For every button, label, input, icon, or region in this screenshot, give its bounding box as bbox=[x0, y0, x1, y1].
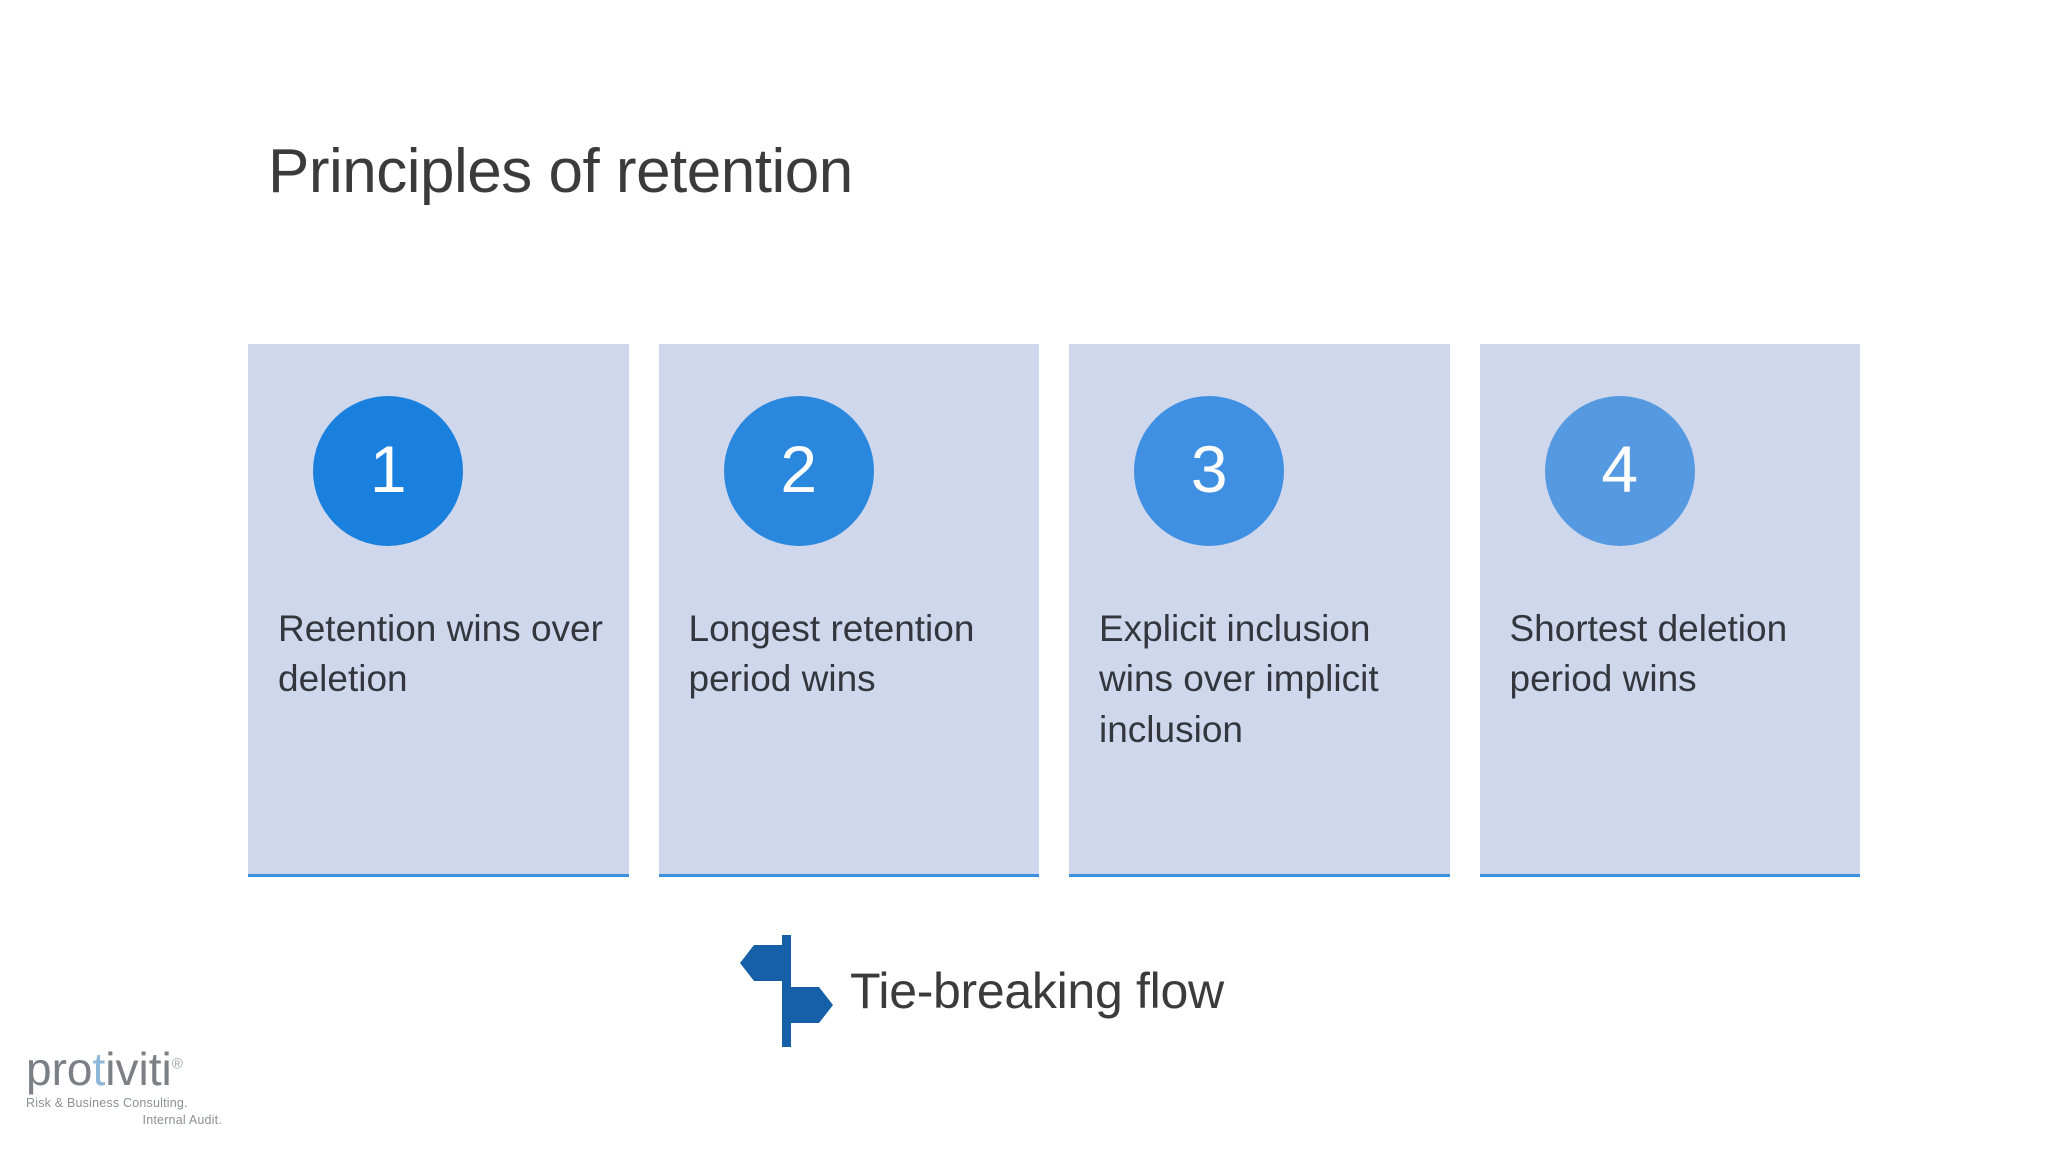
page-title: Principles of retention bbox=[268, 137, 853, 206]
tie-breaking-flow-label: Tie-breaking flow bbox=[850, 963, 1224, 1019]
principle-number-badge: 4 bbox=[1544, 396, 1695, 546]
protiviti-logo: protiviti® Risk & Business Consulting. I… bbox=[26, 1046, 236, 1129]
principle-number: 1 bbox=[369, 432, 407, 506]
principle-card[interactable]: 1 Retention wins over deletion bbox=[248, 344, 629, 877]
principle-number: 2 bbox=[780, 432, 818, 506]
principle-number-badge: 2 bbox=[723, 396, 874, 546]
logo-wordmark: protiviti® bbox=[26, 1046, 183, 1092]
principle-card[interactable]: 3 Explicit inclusion wins over implicit … bbox=[1069, 344, 1450, 877]
principle-text: Retention wins over deletion bbox=[278, 608, 603, 700]
tie-breaking-flow-row: Tie-breaking flow bbox=[740, 935, 1224, 1047]
principle-card[interactable]: 2 Longest retention period wins bbox=[658, 344, 1039, 877]
principle-number-badge: 1 bbox=[313, 396, 464, 546]
logo-tagline-line1: Risk & Business Consulting. bbox=[26, 1096, 188, 1110]
registered-trademark-icon: ® bbox=[171, 1055, 183, 1073]
principles-card-row: 1 Retention wins over deletion 2 Longest… bbox=[248, 344, 1860, 877]
principle-text: Shortest deletion period wins bbox=[1509, 608, 1788, 700]
principle-text: Longest retention period wins bbox=[688, 608, 975, 700]
signpost-icon bbox=[740, 935, 833, 1047]
logo-wordmark-pre: pro bbox=[26, 1043, 93, 1095]
logo-tagline-line2: Internal Audit. bbox=[142, 1112, 222, 1127]
principle-number: 3 bbox=[1190, 432, 1228, 506]
logo-wordmark-t: t bbox=[92, 1043, 106, 1095]
principle-text: Explicit inclusion wins over implicit in… bbox=[1099, 608, 1379, 750]
principle-number-badge: 3 bbox=[1134, 396, 1285, 546]
logo-wordmark-post: iviti bbox=[105, 1043, 172, 1095]
principle-number: 4 bbox=[1601, 432, 1639, 506]
logo-tagline: Risk & Business Consulting. Internal Aud… bbox=[26, 1095, 236, 1129]
principle-card[interactable]: 4 Shortest deletion period wins bbox=[1479, 344, 1860, 877]
